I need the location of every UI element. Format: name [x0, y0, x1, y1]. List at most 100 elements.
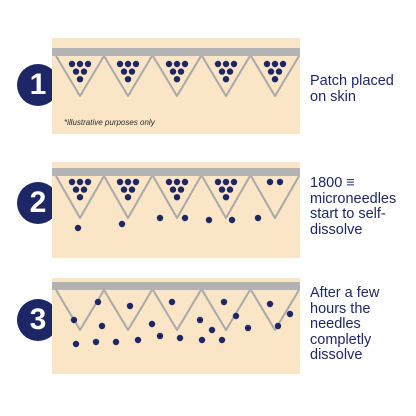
- caption-line: Patch placed: [310, 73, 394, 89]
- drug-dot-icon: [286, 310, 294, 318]
- microneedle-icon: [103, 289, 153, 331]
- caption-line: dissolve: [310, 347, 363, 363]
- step-1-caption: Patch placed on skin: [310, 73, 414, 105]
- microneedle-icon: [152, 175, 202, 219]
- step-1-skin-panel: *illustrative purposes only: [52, 38, 300, 134]
- drug-dot-icon: [148, 320, 156, 328]
- drug-dot-icon: [177, 186, 185, 193]
- caption-line: dissolve: [310, 221, 363, 238]
- step-1: 1 *illustrative purposes only Patch plac…: [0, 38, 416, 134]
- drug-dot-icon: [124, 194, 132, 201]
- drug-dot-icon: [208, 326, 216, 334]
- drug-dot-icon: [169, 186, 177, 193]
- microneedle-icon: [201, 175, 251, 219]
- drug-dots: [68, 178, 284, 232]
- step-3-illustration: [52, 278, 300, 374]
- patch-backing: [52, 48, 300, 56]
- drug-dot-icon: [92, 338, 100, 346]
- drug-dot-icon: [181, 60, 189, 68]
- drug-dot-icon: [271, 60, 279, 68]
- drug-dot-icon: [116, 60, 124, 68]
- drug-dot-icon: [218, 186, 226, 193]
- drug-dot-icon: [124, 76, 132, 83]
- microneedle-icon: [55, 175, 105, 219]
- drug-dot-icon: [156, 214, 164, 222]
- drug-dot-icon: [84, 178, 92, 186]
- drug-dot-icon: [181, 214, 189, 222]
- drug-dot-icon: [176, 334, 184, 342]
- step-2-caption: 1800 ≡ microneedles start to self- disso…: [310, 175, 414, 238]
- needle-row: [55, 175, 300, 219]
- drug-dot-icon: [76, 194, 84, 201]
- drug-dot-icon: [279, 60, 287, 68]
- drug-dots: [68, 60, 287, 83]
- drug-dot-icon: [222, 194, 230, 201]
- drug-dot-icon: [173, 178, 181, 186]
- microneedle-icon: [250, 55, 300, 97]
- drug-dot-icon: [80, 68, 88, 75]
- skin-area: [52, 162, 300, 258]
- drug-dot-icon: [222, 76, 230, 83]
- microneedle-icon: [250, 289, 300, 331]
- microneedle-icon: [201, 289, 251, 331]
- caption-line: 1800 ≡: [310, 175, 355, 191]
- drug-dot-icon: [70, 316, 78, 324]
- drug-dot-icon: [84, 60, 92, 68]
- drug-dot-icon: [230, 60, 238, 68]
- microneedle-icon: [201, 55, 251, 97]
- drug-dot-icon: [72, 186, 80, 193]
- drug-dot-icon: [205, 216, 213, 224]
- caption-line: hours the: [310, 300, 371, 317]
- drug-dot-icon: [263, 60, 271, 68]
- drug-dot-icon: [124, 178, 132, 186]
- drug-dot-icon: [173, 194, 181, 201]
- drug-dot-icon: [173, 76, 181, 83]
- drug-dot-icon: [198, 336, 206, 344]
- drug-dot-icon: [132, 178, 140, 186]
- drug-dot-icon: [218, 68, 226, 75]
- drug-dot-icon: [72, 68, 80, 75]
- drug-dot-icon: [169, 68, 177, 75]
- needle-row: [55, 55, 300, 97]
- drug-dot-icon: [126, 302, 134, 310]
- microneedle-icon: [103, 175, 153, 219]
- caption-line: on skin: [310, 88, 356, 105]
- step-3-skin-panel: [52, 278, 300, 374]
- illustration-disclaimer: *illustrative purposes only: [64, 118, 155, 127]
- drug-dot-icon: [165, 60, 173, 68]
- drug-dot-icon: [266, 178, 274, 186]
- patch-backing: [52, 168, 300, 176]
- drug-dot-icon: [124, 60, 132, 68]
- patch-backing: [52, 282, 300, 290]
- drug-dot-icon: [267, 68, 275, 75]
- step-3: 3 After a few hours the needles completl…: [0, 278, 416, 374]
- drug-dot-icon: [68, 178, 76, 186]
- drug-dot-icon: [181, 178, 189, 186]
- drug-dot-icon: [165, 178, 173, 186]
- drug-dot-icon: [112, 338, 120, 346]
- caption-line: needles: [310, 316, 361, 332]
- drug-dot-icon: [177, 68, 185, 75]
- drug-dot-icon: [218, 336, 226, 344]
- drug-dot-icon: [266, 300, 274, 308]
- drug-dot-icon: [275, 68, 283, 75]
- drug-dot-icon: [228, 216, 236, 224]
- drug-dot-icon: [128, 186, 136, 193]
- drug-dot-icon: [173, 60, 181, 68]
- step-2-skin-panel: [52, 162, 300, 258]
- drug-dot-icon: [68, 60, 76, 68]
- skin-area: [52, 278, 300, 374]
- drug-dot-icon: [271, 76, 279, 83]
- drug-dot-icon: [214, 60, 222, 68]
- step-1-illustration: [52, 38, 300, 134]
- drug-dot-icon: [226, 186, 234, 193]
- drug-dot-icon: [274, 322, 282, 330]
- drug-dot-icon: [222, 60, 230, 68]
- drug-dot-icon: [80, 186, 88, 193]
- microneedle-icon: [152, 289, 202, 331]
- drug-dot-icon: [214, 178, 222, 186]
- drug-dot-icon: [98, 322, 106, 330]
- drug-dot-icon: [120, 186, 128, 193]
- drug-dot-icon: [76, 60, 84, 68]
- caption-line: completly: [310, 331, 372, 348]
